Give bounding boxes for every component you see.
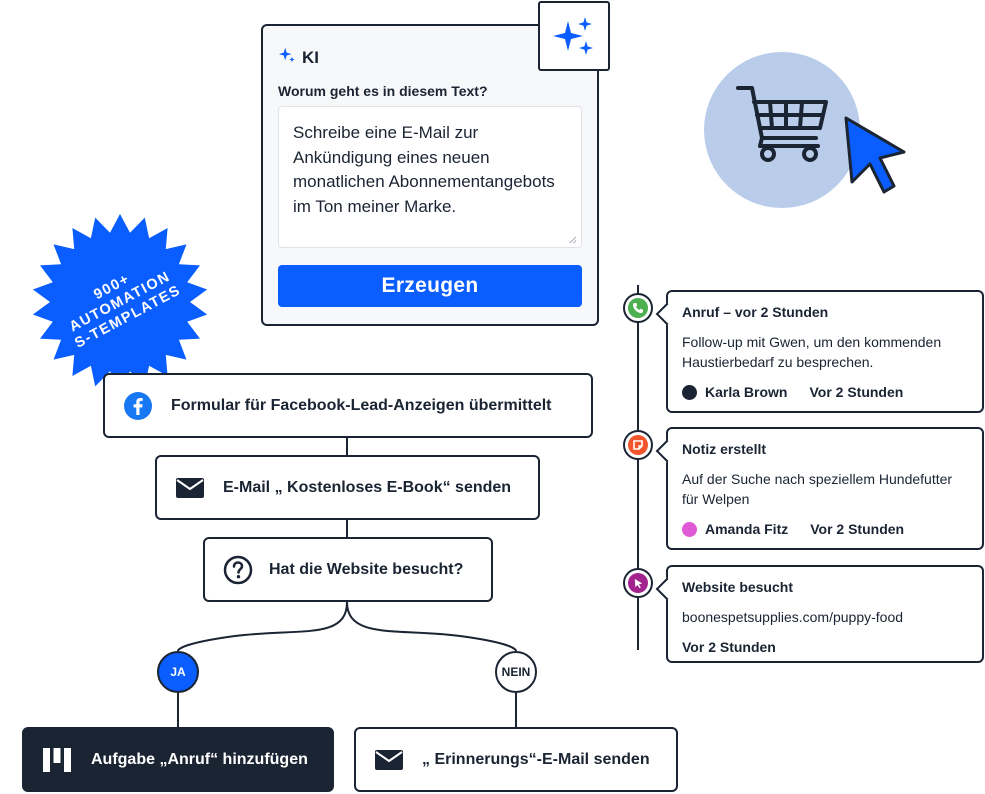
- cursor-icon: [628, 573, 648, 593]
- timeline-dot-website: [623, 568, 653, 598]
- timeline-dot-call: [623, 293, 653, 323]
- timeline-title: Anruf – vor 2 Stunden: [682, 304, 829, 320]
- trigger-facebook-lead-form[interactable]: Formular für Facebook-Lead-Anzeigen über…: [103, 373, 593, 438]
- ai-prompt-input[interactable]: Schreibe eine E-Mail zur Ankündigung ein…: [278, 106, 582, 248]
- envelope-icon: [374, 749, 404, 771]
- ai-header: KI: [278, 46, 319, 69]
- branch-no[interactable]: NEIN: [495, 651, 537, 693]
- facebook-icon: [123, 391, 153, 421]
- timeline-time: Vor 2 Stunden: [809, 384, 904, 400]
- timeline-dot-note: [623, 430, 653, 460]
- timeline-time: Vor 2 Stunden: [810, 521, 905, 537]
- timeline-card-call[interactable]: Anruf – vor 2 Stunden Follow-up mit Gwen…: [666, 290, 984, 413]
- cursor-arrow-icon: [844, 116, 906, 194]
- condition-label: Hat die Website besucht?: [269, 560, 464, 578]
- envelope-icon: [175, 477, 205, 499]
- action-send-reminder-email[interactable]: „ Erinnerungs“-E-Mail senden: [354, 727, 678, 792]
- ai-question-label: Worum geht es in diesem Text?: [278, 83, 488, 99]
- ai-prompt-text: Schreibe eine E-Mail zur Ankündigung ein…: [293, 123, 555, 216]
- note-icon: [628, 435, 648, 455]
- ai-sparkle-badge: [538, 1, 610, 71]
- timeline-card-website[interactable]: Website besucht boonespetsupplies.com/pu…: [666, 565, 984, 663]
- send-email-label: E-Mail „ Kostenloses E-Book“ senden: [223, 478, 512, 496]
- reminder-label: „ Erinnerungs“-E-Mail senden: [422, 750, 650, 768]
- task-label: Aufgabe „Anruf“ hinzufügen: [91, 750, 308, 768]
- avatar: [682, 521, 697, 537]
- condition-visited-website[interactable]: Hat die Website besucht?: [203, 537, 493, 602]
- timeline-person: Amanda Fitz: [705, 521, 789, 537]
- question-icon: [223, 555, 253, 585]
- generate-button[interactable]: Erzeugen: [278, 265, 582, 307]
- ai-panel: KI Worum geht es in diesem Text? Schreib…: [261, 24, 599, 326]
- ai-label: KI: [302, 47, 319, 67]
- phone-icon: [628, 298, 648, 318]
- trigger-label: Formular für Facebook-Lead-Anzeigen über…: [171, 396, 552, 414]
- templates-starburst: [32, 214, 208, 390]
- timeline-title: Notiz erstellt: [682, 441, 767, 457]
- timeline-body: Follow-up mit Gwen, um den kommenden Hau…: [682, 334, 942, 370]
- sparkle-icon: [553, 17, 593, 55]
- timeline-body: Auf der Suche nach speziellem Hundefutte…: [682, 471, 953, 507]
- avatar: [682, 384, 697, 400]
- timeline-time: Vor 2 Stunden: [682, 639, 776, 655]
- action-send-ebook-email[interactable]: E-Mail „ Kostenloses E-Book“ senden: [155, 455, 540, 520]
- action-add-call-task[interactable]: Aufgabe „Anruf“ hinzufügen: [22, 727, 334, 792]
- resize-handle-icon[interactable]: [568, 235, 577, 244]
- shopping-cart-icon: [736, 86, 828, 162]
- timeline-url[interactable]: boonespetsupplies.com/puppy-food: [682, 609, 904, 625]
- timeline-card-note[interactable]: Notiz erstellt Auf der Suche nach spezie…: [666, 427, 984, 550]
- kanban-icon: [41, 746, 73, 774]
- sparkle-icon: [278, 46, 296, 69]
- timeline-person: Karla Brown: [705, 384, 788, 400]
- timeline-title: Website besucht: [682, 579, 793, 595]
- branch-yes[interactable]: JA: [157, 651, 199, 693]
